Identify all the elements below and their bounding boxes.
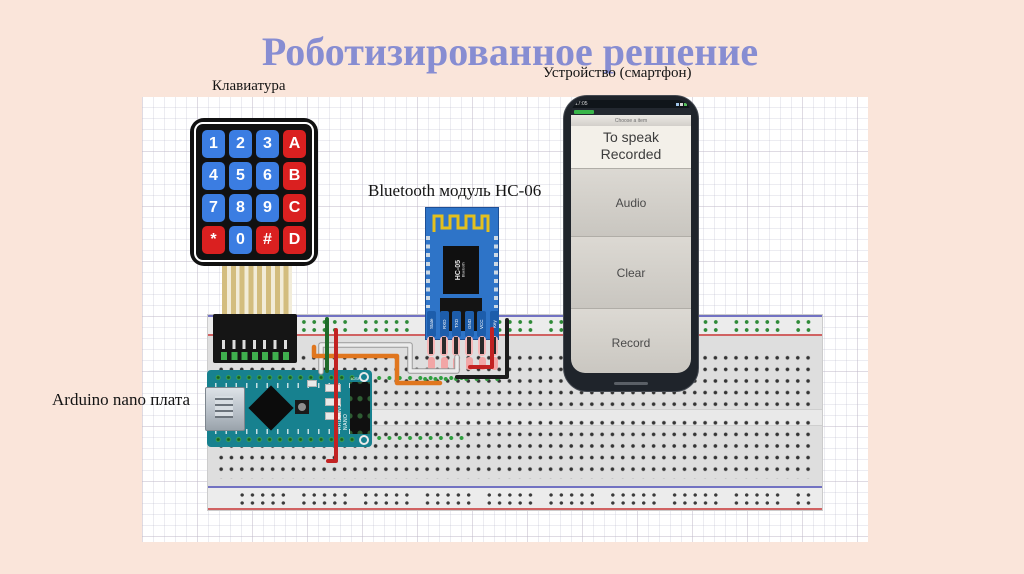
edge-pads (426, 236, 430, 308)
record-button[interactable]: Record (571, 308, 691, 373)
status-time: 17:05 (575, 101, 588, 107)
connector-pins (222, 340, 291, 349)
keypad-key[interactable]: 4 (202, 162, 225, 190)
bt-pin-leg (492, 337, 496, 354)
battery-icon (684, 102, 687, 106)
smartphone: 17:05 Choose a item To speak Recorded Au… (563, 95, 699, 392)
keypad-key[interactable]: 9 (256, 194, 279, 222)
breadboard-highlight (453, 357, 460, 370)
bottom-power-rail (208, 488, 822, 508)
keypad-key[interactable]: 7 (202, 194, 225, 222)
keypad-key[interactable]: * (202, 226, 225, 254)
connected-holes (374, 433, 464, 443)
matrix-keypad: 1 2 3 A 4 5 6 B 7 8 9 C * 0 # D (190, 118, 318, 266)
arduino-top-pins (213, 373, 366, 382)
bt-pin-label: Key (490, 311, 499, 337)
antenna-trace (432, 214, 490, 232)
bt-pin-leg (454, 337, 458, 354)
keypad-keys: 1 2 3 A 4 5 6 B 7 8 9 C * 0 # D (194, 122, 314, 262)
phone-line2: Recorded (600, 146, 662, 162)
bt-pin-label: VCC (477, 311, 487, 337)
phone-screen: 17:05 Choose a item To speak Recorded Au… (571, 100, 691, 373)
power-rail-blue-line (208, 486, 822, 488)
arduino-bottom-pins (213, 435, 366, 444)
keypad-key[interactable]: 8 (229, 194, 252, 222)
keypad-key[interactable]: # (256, 226, 279, 254)
wifi-icon (676, 102, 679, 106)
home-bar (614, 382, 648, 385)
keypad-key[interactable]: 1 (202, 130, 225, 158)
status-icons (676, 100, 687, 108)
mounting-hole (359, 435, 369, 445)
arduino-silkscreen-label: ARDUINO NANO (337, 403, 349, 430)
arduino-nano-board: ARDUINO NANO ICSP (205, 370, 372, 447)
keypad-connector (213, 314, 297, 363)
connected-holes (420, 374, 502, 384)
app-title-bar (571, 108, 691, 115)
arduino-bottom-pin-labels (215, 429, 356, 434)
phone-header: To speak Recorded (571, 126, 691, 168)
usb-connector (205, 387, 245, 431)
breadboard-highlight (441, 357, 448, 370)
screen-tab (574, 109, 594, 114)
breadboard-highlight (428, 357, 435, 370)
breadboard-highlight (479, 357, 486, 370)
slide-title: Роботизированное решение (261, 29, 759, 74)
keypad-key[interactable]: A (283, 130, 306, 158)
label-arduino-board: Arduino nano плата (52, 390, 191, 409)
breadboard-highlight (491, 357, 498, 370)
keypad-key[interactable]: 5 (229, 162, 252, 190)
keypad-key[interactable]: B (283, 162, 306, 190)
mounting-hole (359, 372, 369, 382)
keypad-key[interactable]: 3 (256, 130, 279, 158)
reset-button (295, 400, 309, 414)
picker-bar[interactable]: Choose a item (571, 115, 691, 126)
smd-component (307, 380, 317, 387)
bt-pin-leg (467, 337, 471, 354)
clear-button[interactable]: Clear (571, 236, 691, 308)
keypad-key[interactable]: 0 (229, 226, 252, 254)
keypad-key[interactable]: 6 (256, 162, 279, 190)
signal-icon (680, 102, 683, 106)
connector-green-pins (221, 352, 292, 360)
label-keyboard: Клавиатура (212, 78, 286, 94)
mcu-chip (248, 385, 294, 431)
bottom-rail-holes (237, 491, 814, 506)
power-rail-red-line (208, 508, 822, 510)
bt-pin-leg (442, 337, 446, 354)
icsp-header (350, 382, 370, 434)
power-rail-red-line (208, 334, 822, 336)
bt-pin-label: GND (464, 311, 474, 337)
power-rail-blue-line (208, 315, 822, 317)
label-device: Устройство (смартфон) (543, 65, 692, 81)
breadboard-highlight (466, 357, 473, 370)
keypad-key[interactable]: D (283, 226, 306, 254)
bt-pin-leg (480, 337, 484, 354)
label-bluetooth-module: Bluetooth модуль HC-06 (368, 181, 542, 200)
bt-chip-sublabel: Bluetooth (461, 262, 466, 278)
top-power-rail (208, 317, 822, 334)
top-rail-holes (237, 318, 814, 333)
arduino-top-pin-labels (215, 383, 356, 388)
audio-button[interactable]: Audio (571, 168, 691, 236)
keypad-key[interactable]: 2 (229, 130, 252, 158)
bt-pin-label: State (427, 311, 436, 337)
bt-pin-leg (429, 337, 433, 354)
ribbon-cable (222, 264, 292, 316)
phone-line1: To speak (602, 129, 660, 145)
status-bar: 17:05 (571, 100, 691, 108)
edge-pads (494, 236, 498, 308)
bt-pin-label: TXD (452, 311, 462, 337)
bt-pin-label: RXD (439, 311, 449, 337)
keypad-key[interactable]: C (283, 194, 306, 222)
